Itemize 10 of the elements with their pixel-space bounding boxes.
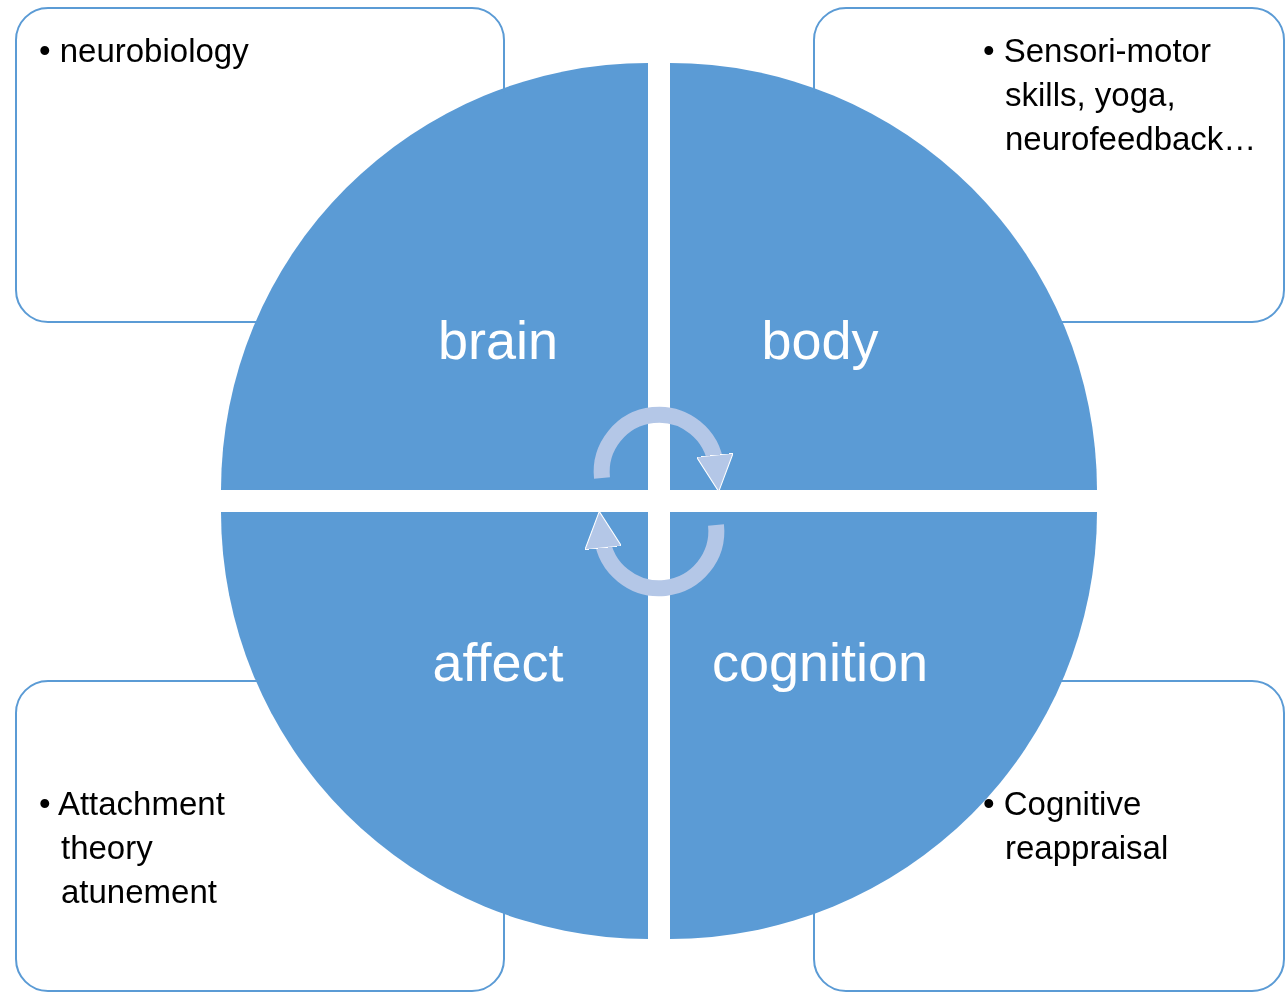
cycle-arrow [585, 511, 725, 597]
bullet-point: • Sensori-motor skills, yoga, neurofeedback… [983, 31, 1258, 159]
bullet-point: • Attachment theory atunement [39, 784, 226, 912]
quadrant-label: brain [437, 309, 559, 371]
bullet-point: • Cognitive reappraisal [983, 784, 1170, 868]
quadrant-label: affect [432, 631, 564, 693]
cycle-arrow [593, 406, 733, 492]
quadrant-label: body [761, 309, 879, 371]
quadrant-label: cognition [711, 631, 929, 693]
bullet-point: • neurobiology [39, 31, 250, 71]
